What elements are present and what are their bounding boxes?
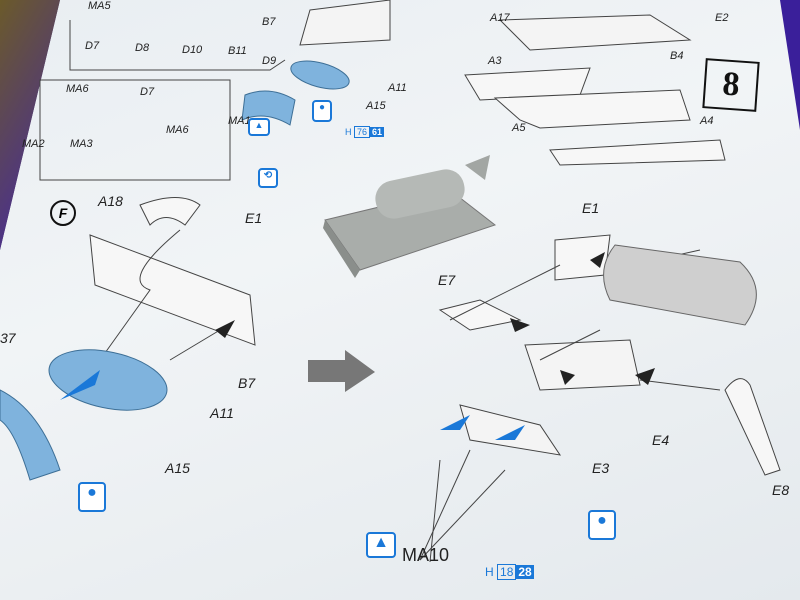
part-e7 [438,299,522,331]
paint-drop-icon: ● [588,510,616,540]
part-a15-blue [48,349,168,411]
blue-parts [0,60,350,481]
label: 37 [0,330,16,346]
label: E8 [772,482,790,498]
label: B7 [262,16,276,28]
label: A11 [388,82,407,94]
part-a15-top [290,60,350,90]
label: D10 [182,44,203,56]
part-ma1 [241,90,296,126]
label: A15 [165,460,190,476]
label: A17 [490,12,510,24]
assembled-model-photo [323,155,497,278]
arrows [215,252,680,385]
label: A3 [488,55,502,67]
part-a4 [549,139,726,166]
photo-etch-icon: ▲ [248,118,270,136]
callout-frame [69,20,286,71]
paint-drop-icon: ● [312,100,332,122]
label: A11 [210,405,234,421]
label: MA1 [228,115,251,127]
label: B11 [228,45,247,57]
label: A15 [366,100,386,112]
direction-arrow [308,350,375,392]
photo-etch-icon: ▲ [366,532,396,558]
part-e1-left [89,234,256,346]
label: E4 [652,432,670,448]
label: D7 [140,86,155,98]
part-e8 [724,378,781,476]
paint-drop-icon: ● [78,482,106,512]
label: B7 [238,375,256,391]
label: MA6 [166,124,189,136]
part-e4 [524,339,641,391]
cement-icon: ⟲ [258,168,278,188]
part-a5 [493,89,691,129]
part-a18 [139,197,201,226]
label: MA5 [88,0,111,12]
label: MA6 [66,83,89,95]
label: E1 [582,200,600,216]
label: MA2 [22,138,45,150]
label: E2 [715,12,729,24]
part-ma1-left [0,389,61,481]
sub-step-marker: F [50,200,76,226]
label: D7 [85,40,100,52]
label: E3 [592,460,610,476]
label: A5 [512,122,526,134]
detail-box [39,79,231,181]
label: MA3 [70,138,93,150]
step-number: 8 [702,58,760,112]
label: MA10 [402,545,450,565]
label: B4 [670,50,684,62]
label: D9 [262,55,277,67]
label: E7 [438,272,456,288]
label: A18 [98,193,123,209]
label: D8 [135,42,150,54]
part-e3 [459,404,562,456]
part-e1-mesh [603,244,757,326]
part-a17 [498,14,692,51]
label: A4 [700,115,714,127]
label: E1 [245,210,263,226]
